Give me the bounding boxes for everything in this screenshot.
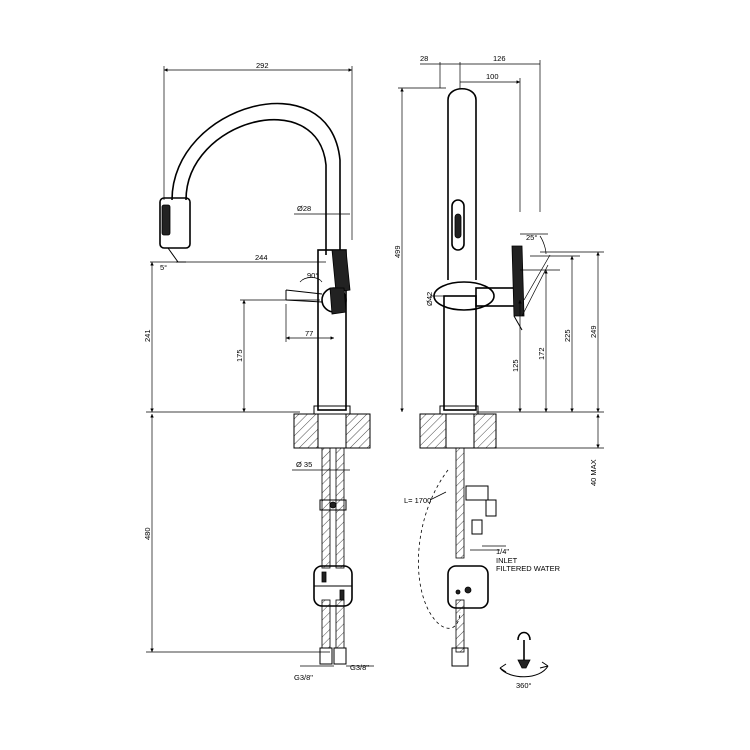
dim-g38-right: G3/8" bbox=[350, 663, 369, 672]
spray-head bbox=[159, 197, 191, 249]
dim-172: 172 bbox=[537, 347, 546, 360]
label-filtered-water: FILTERED WATER bbox=[496, 564, 561, 573]
rotation-icon: 360° bbox=[499, 631, 549, 690]
dim-90deg: 90° bbox=[307, 271, 318, 280]
dim-249: 249 bbox=[589, 325, 598, 338]
dim-175: 175 bbox=[235, 349, 244, 362]
dim-5deg: 5° bbox=[160, 263, 167, 272]
dim-l1700: L= 1700 bbox=[404, 496, 431, 505]
dim-g38-left: G3/8" bbox=[294, 673, 313, 682]
dim-25deg: 25° bbox=[526, 233, 537, 242]
pullout-hose bbox=[418, 469, 461, 629]
front-view: 292 Ø28 5° 244 90° 241 175 77 Ø 35 480 G… bbox=[143, 61, 374, 682]
spout-inner bbox=[185, 118, 327, 255]
spout-outer bbox=[171, 102, 341, 255]
dim-phi28: Ø28 bbox=[297, 204, 311, 213]
lever bbox=[331, 249, 351, 293]
hoses-front bbox=[319, 447, 347, 665]
label-quarter-inch: 1/4" bbox=[496, 547, 509, 556]
dim-499: 499 bbox=[393, 245, 402, 258]
dim-241: 241 bbox=[143, 329, 152, 342]
dim-phi35: Ø 35 bbox=[296, 460, 312, 469]
dim-125: 125 bbox=[511, 359, 520, 372]
label-inlet: INLET bbox=[496, 556, 518, 565]
label-360: 360° bbox=[516, 681, 532, 690]
control-box-side bbox=[447, 565, 489, 609]
dim-292: 292 bbox=[256, 61, 269, 70]
dim-225: 225 bbox=[563, 329, 572, 342]
dim-28: 28 bbox=[420, 54, 428, 63]
dim-phi42: Ø42 bbox=[425, 292, 434, 306]
dim-100: 100 bbox=[486, 72, 499, 81]
dim-40max: 40 MAX bbox=[589, 459, 598, 486]
dim-77: 77 bbox=[305, 329, 313, 338]
dim-244: 244 bbox=[255, 253, 268, 262]
dim-480: 480 bbox=[143, 527, 152, 540]
dim-126: 126 bbox=[493, 54, 506, 63]
side-view: 28 126 100 499 Ø42 25° 125 172 225 249 4… bbox=[393, 54, 604, 667]
side-body bbox=[447, 87, 477, 280]
